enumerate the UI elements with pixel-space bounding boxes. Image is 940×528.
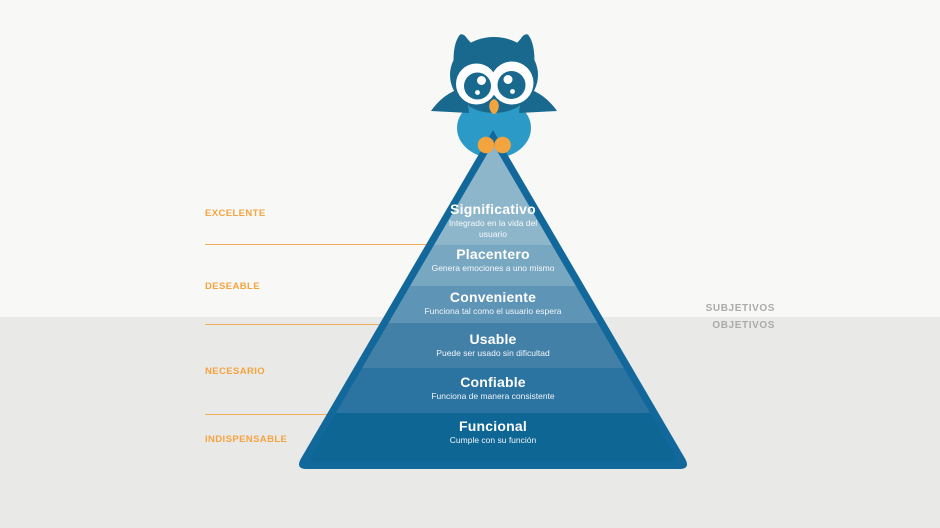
scale-divider-line (205, 414, 327, 415)
owl-mascot-icon (431, 34, 557, 158)
scale-divider-line (205, 324, 379, 325)
owl-eye-highlight (475, 90, 480, 95)
owl-eye-highlight (510, 89, 515, 94)
pyramid-band-confiable (309, 368, 677, 413)
level-subtitle: Genera emociones a uno mismo (431, 263, 555, 273)
level-title: Significativo (450, 201, 536, 217)
scale-divider-line (205, 244, 426, 245)
level-title: Conveniente (449, 289, 537, 305)
level-subtitle: Integrado en la vida del usuario (448, 218, 538, 239)
owl-eye-highlight (503, 75, 513, 84)
level-subtitle: Funciona tal como el usuario espera (424, 306, 562, 316)
scale-label-indispensable: INDISPENSABLE (205, 434, 288, 445)
level-title: Usable (469, 331, 517, 347)
scale-label-necesario: NECESARIO (205, 366, 266, 377)
owl-foot-left (477, 136, 495, 154)
level-title: Placentero (456, 246, 530, 262)
level-subtitle: Cumple con su función (449, 435, 537, 445)
owl-beak (489, 99, 499, 114)
level-title: Confiable (460, 374, 526, 390)
pyramid-diagram (299, 130, 687, 469)
pyramid-band-funcional (309, 413, 677, 462)
level-significativo: Significativo Integrado en la vida del u… (434, 201, 552, 240)
axis-label-subjetivos: SUBJETIVOS (705, 303, 775, 314)
owl-body (457, 98, 531, 158)
scale-label-deseable: DESEABLE (205, 281, 260, 292)
level-subtitle: Puede ser usado sin dificultad (436, 348, 550, 358)
level-confiable: Confiable Funciona de manera consistente (431, 374, 554, 402)
level-conveniente: Conveniente Funciona tal como el usuario… (424, 289, 561, 317)
owl-eye-highlight (477, 76, 486, 85)
level-funcional: Funcional Cumple con su función (450, 418, 536, 446)
axis-label-objetivos: OBJETIVOS (712, 320, 775, 331)
owl-pupil-right (497, 71, 526, 99)
level-title: Funcional (459, 418, 527, 434)
owl-foot-right (494, 136, 511, 154)
owl-pupil-left (464, 72, 491, 100)
level-usable: Usable Puede ser usado sin dificultad (436, 331, 549, 359)
level-subtitle: Funciona de manera consistente (431, 391, 555, 401)
level-placentero: Placentero Genera emociones a uno mismo (432, 246, 555, 274)
scale-label-excelente: EXCELENTE (205, 208, 266, 219)
